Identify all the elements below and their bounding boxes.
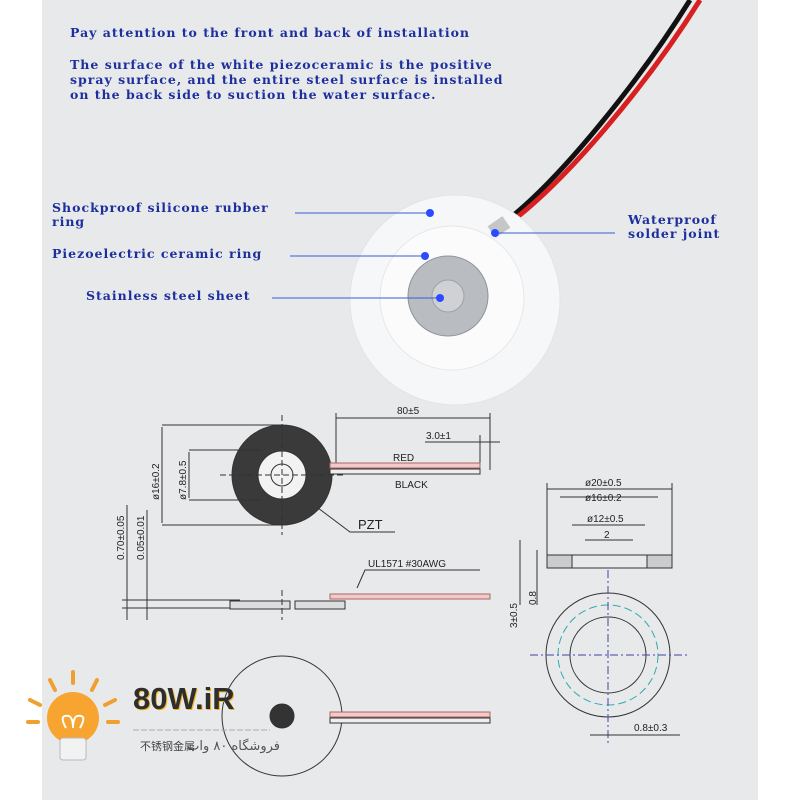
dim-right-mid: ø16±0.2: [585, 493, 622, 504]
description-line: on the back side to suction the water su…: [70, 87, 437, 102]
label-pzt: PZT: [358, 517, 383, 532]
label-black: BLACK: [395, 480, 428, 491]
callout-dot: [436, 294, 444, 302]
dim-plate-thickness: 0.05±0.01: [136, 515, 147, 560]
description-line: spray surface, and the entire steel surf…: [70, 72, 504, 87]
callout-dot: [491, 229, 499, 237]
description-line: The surface of the white piezoceramic is…: [70, 57, 493, 72]
dim-right-outer: ø20±0.5: [585, 478, 622, 489]
black-wire: [503, 0, 693, 224]
red-wire: [498, 0, 703, 233]
dim-center-gap: 2: [604, 530, 610, 541]
wire-spec: UL1571 #30AWG: [368, 559, 446, 570]
callout-ceramic-ring: Piezoelectric ceramic ring: [52, 246, 263, 261]
dim-outer-diameter: ø16±0.2: [151, 463, 162, 500]
dim-right-inner: ø12±0.5: [587, 514, 624, 525]
dim-strip-length: 3.0±1: [426, 431, 451, 442]
dim-inner-diameter: ø7.8±0.5: [178, 460, 189, 500]
brand-text: 80W.iR: [133, 681, 235, 716]
brand-subtitle: فروشگاه ۸۰ وات: [187, 739, 280, 754]
dim-wall: 0.8: [528, 591, 539, 605]
cn-text: 不锈钢金属: [140, 740, 195, 753]
callout-dot: [421, 252, 429, 260]
bulb-icon: [47, 692, 99, 744]
header-title: Pay attention to the front and back of i…: [70, 25, 471, 40]
dim-wire-length: 80±5: [397, 406, 420, 417]
callout-dot: [426, 209, 434, 217]
callout-steel-sheet: Stainless steel sheet: [86, 288, 251, 303]
dim-slot-width: 0.8±0.3: [634, 723, 668, 734]
background-panel: [42, 0, 758, 800]
dim-height: 3±0.5: [509, 603, 520, 628]
dim-total-thickness: 0.70±0.05: [116, 515, 127, 560]
label-red: RED: [393, 453, 414, 464]
